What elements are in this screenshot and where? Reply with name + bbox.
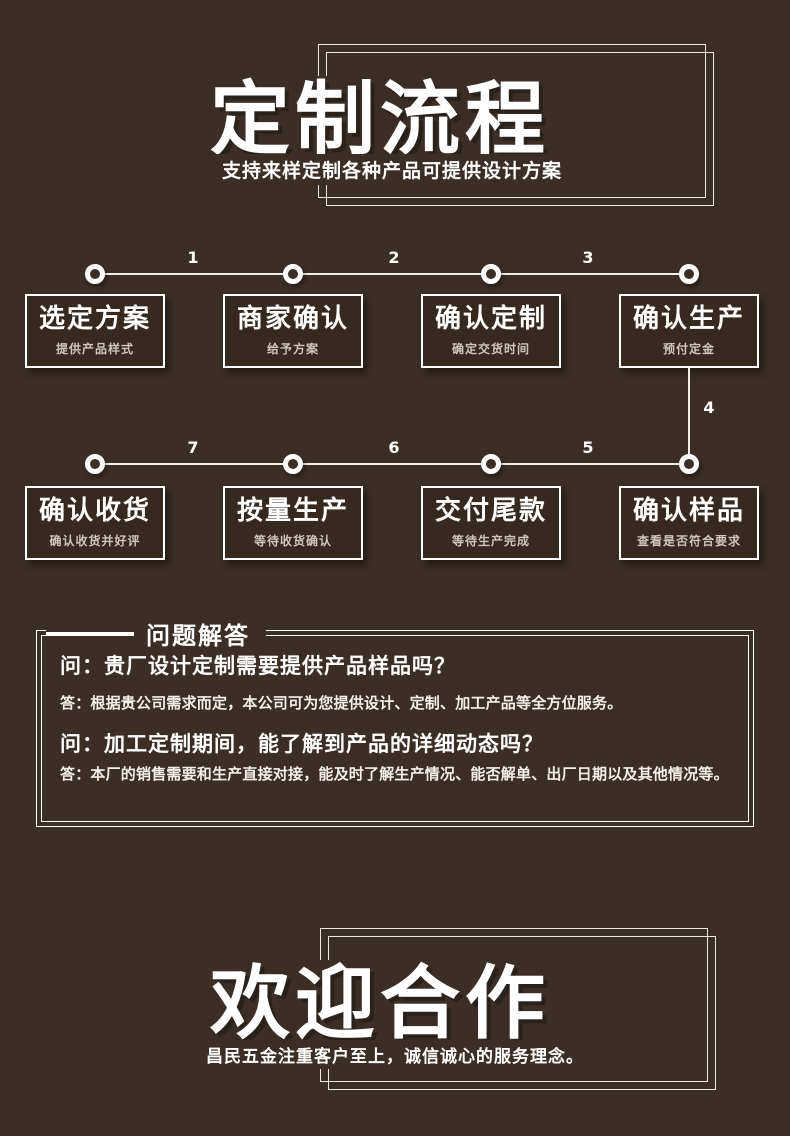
step-title: 按量生产 xyxy=(236,496,349,527)
flow-step-number: 5 xyxy=(582,438,594,457)
flow-step-number: 2 xyxy=(388,248,400,267)
step-desc: 提供产品样式 xyxy=(55,341,134,356)
step-title: 确认定制 xyxy=(434,304,547,335)
flow-node xyxy=(85,264,105,284)
flow-step-card: 确认样品 查看是否符合要求 xyxy=(619,486,759,560)
flow-step-card: 确认生产 预付定金 xyxy=(619,294,759,368)
qa-title: 问题解答 xyxy=(146,622,250,650)
step-desc: 等待收货确认 xyxy=(253,533,332,548)
flow-step-card: 按量生产 等待收货确认 xyxy=(223,486,363,560)
qa-box-inner xyxy=(41,635,749,822)
qa-title-group: 问题解答 xyxy=(46,614,266,653)
qa-title-dash xyxy=(46,631,134,636)
flow-step-card: 选定方案 提供产品样式 xyxy=(25,294,165,368)
flow-step-number: 4 xyxy=(703,398,715,417)
step-desc: 给予方案 xyxy=(266,341,319,356)
flow-step-card: 交付尾款 等待生产完成 xyxy=(421,486,561,560)
qa-question: 问：加工定制期间，能了解到产品的详细动态吗？ xyxy=(60,732,544,756)
flow-node xyxy=(85,454,105,474)
qa-answer: 答：根据贵公司需求而定，本公司可为您提供设计、定制、加工产品等全方位服务。 xyxy=(60,694,623,712)
qa-answer: 答：本厂的销售需要和生产直接对接，能及时了解生产情况、能否解单、出厂日期以及其他… xyxy=(60,765,729,783)
step-desc: 确定交货时间 xyxy=(451,341,530,356)
step-title: 交付尾款 xyxy=(434,496,547,527)
flow-node xyxy=(481,454,501,474)
step-title: 商家确认 xyxy=(236,304,349,335)
flow-step-card: 确认收货 确认收货并好评 xyxy=(25,486,165,560)
flow-turn-line xyxy=(688,368,690,464)
flow-step-card: 确认定制 确定交货时间 xyxy=(421,294,561,368)
page-subtitle: 支持来样定制各种产品可提供设计方案 xyxy=(212,154,573,185)
flow-row2-line xyxy=(95,463,689,465)
flow-step-number: 7 xyxy=(187,438,199,457)
footer-title: 欢迎合作 xyxy=(196,960,564,1048)
step-desc: 预付定金 xyxy=(662,341,715,356)
flow-node xyxy=(679,264,699,284)
flow-node xyxy=(283,264,303,284)
flow-step-card: 商家确认 给予方案 xyxy=(223,294,363,368)
page-title: 定制流程 xyxy=(196,76,564,164)
flow-step-number: 6 xyxy=(388,438,400,457)
step-title: 选定方案 xyxy=(38,304,151,335)
flow-row1-line xyxy=(95,273,689,275)
step-desc: 查看是否符合要求 xyxy=(636,533,741,548)
footer-subtitle: 昌民五金注重客户至上，诚信诚心的服务理念。 xyxy=(196,1040,594,1069)
flow-step-number: 1 xyxy=(187,248,199,267)
flow-step-number: 3 xyxy=(582,248,594,267)
step-title: 确认收货 xyxy=(38,496,151,527)
step-desc: 等待生产完成 xyxy=(451,533,530,548)
qa-box xyxy=(36,630,754,827)
qa-question: 问：贵厂设计定制需要提供产品样品吗？ xyxy=(60,654,456,678)
step-title: 确认样品 xyxy=(632,496,745,527)
flow-node xyxy=(283,454,303,474)
flow-node xyxy=(679,454,699,474)
step-desc: 确认收货并好评 xyxy=(49,533,141,548)
step-title: 确认生产 xyxy=(632,304,745,335)
flow-node xyxy=(481,264,501,284)
